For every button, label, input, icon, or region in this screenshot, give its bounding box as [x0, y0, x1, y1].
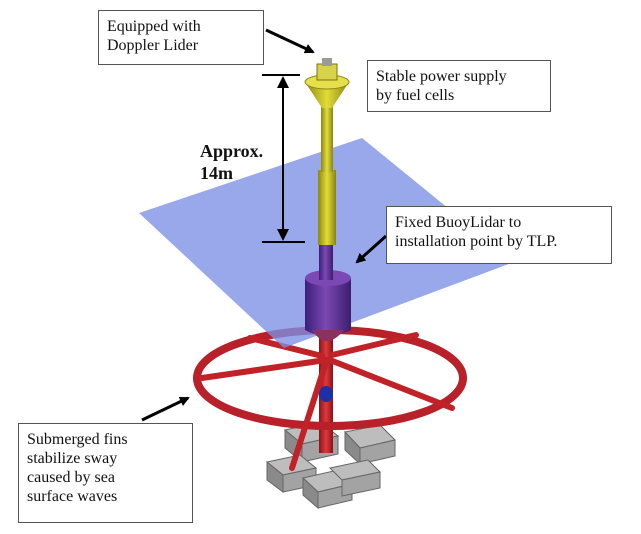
height-label-line1: Approx. [200, 141, 264, 161]
mast [304, 58, 350, 245]
lidar-callout: Equipped with Doppler Lider [98, 10, 264, 65]
fin-spokes [199, 332, 455, 471]
tlp-callout-line2: installation point by TLP. [395, 233, 558, 250]
tlp-connector [319, 386, 333, 402]
doppler-lidar-icon [322, 58, 332, 66]
fins-callout-line4: surface waves [27, 488, 118, 505]
buoy-body [305, 240, 351, 341]
height-label: Approx. 14m [200, 140, 263, 184]
height-dimension [262, 74, 305, 243]
power-callout-line2: by fuel cells [376, 87, 455, 104]
callout-arrows [141, 28, 388, 422]
fins-callout: Submerged fins stabilize sway caused by … [18, 423, 193, 523]
tlp-callout: Fixed BuoyLidar to installation point by… [386, 206, 612, 264]
fins-callout-line1: Submerged fins [27, 431, 128, 448]
power-callout-line1: Stable power supply [376, 68, 507, 85]
tlp-callout-line1: Fixed BuoyLidar to [395, 214, 522, 231]
fins-callout-line3: caused by sea [27, 469, 115, 486]
lidar-callout-line2: Doppler Lider [107, 37, 199, 54]
height-label-line2: 14m [200, 163, 233, 183]
fins-callout-line2: stabilize sway [27, 450, 118, 467]
lidar-callout-line1: Equipped with [107, 18, 201, 35]
power-callout: Stable power supply by fuel cells [367, 60, 551, 112]
